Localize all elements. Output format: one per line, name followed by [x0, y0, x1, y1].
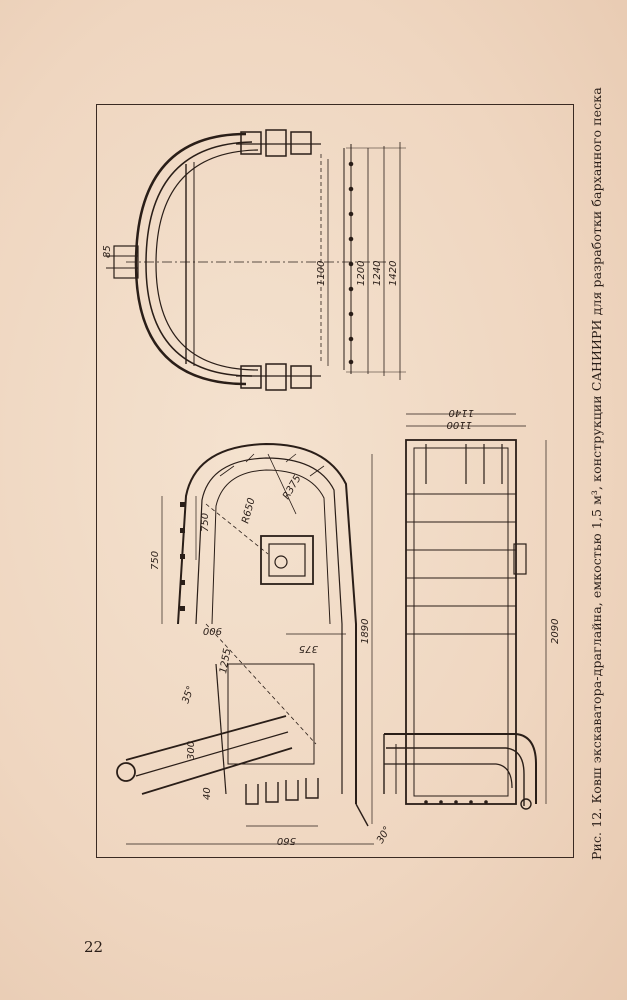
dim-side-angle-30: 30°	[375, 825, 393, 846]
dim-side-r375: R375	[281, 473, 304, 501]
dim-side-900: 900	[203, 625, 222, 636]
dim-side-300: 300	[186, 741, 197, 760]
dim-side-40: 40	[202, 787, 213, 800]
dim-top-1420: 1420	[388, 261, 399, 286]
dim-side-750-b: 750	[200, 513, 211, 532]
dim-top-1240: 1240	[372, 261, 383, 286]
dim-top-85: 85	[102, 245, 113, 258]
dim-side-1255-inner: 1255	[218, 648, 233, 675]
front-view-drawing	[383, 413, 547, 810]
dim-top-1200: 1200	[356, 261, 367, 286]
dim-front-1100: 1100	[447, 419, 472, 430]
dim-side-1890: 1890	[360, 619, 371, 644]
dim-side-375: 375	[299, 643, 318, 654]
dim-top-1100: 1100	[316, 261, 327, 286]
dim-side-r650: R650	[240, 497, 257, 525]
top-view-drawing	[106, 129, 406, 391]
dim-side-560: 560	[277, 835, 296, 846]
dim-side-angle-35: 35°	[180, 685, 196, 705]
technical-drawing: 85 1100 1200 1240 1420 750 750 R650 R375…	[102, 129, 561, 858]
dim-front-1140: 1140	[449, 407, 474, 418]
dim-side-1255-outer: 1255	[241, 855, 266, 858]
page-number: 22	[84, 938, 104, 956]
side-view-drawing	[116, 442, 374, 845]
dim-front-2090: 2090	[550, 619, 561, 644]
figure-frame	[96, 104, 574, 858]
dim-side-750-a: 750	[150, 551, 161, 570]
figure-caption: Рис. 12. Ковш экскаватора-драглайна, емк…	[589, 87, 604, 860]
